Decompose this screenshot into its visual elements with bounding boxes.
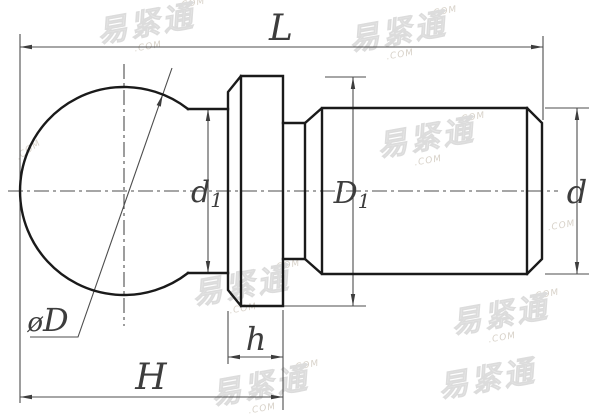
arrowhead <box>531 44 543 50</box>
arrowhead <box>350 294 356 306</box>
dimension-labels: L H h d d1 D1 øD <box>26 8 587 398</box>
label-D1: D1 <box>333 176 371 213</box>
watermark-domain-text: .COM <box>457 111 486 126</box>
watermark-layer: .COM 易紧通 .COM .COM 易紧通 .COM .COM 易紧通 .CO… <box>15 0 577 417</box>
watermark-domain-text: .COM <box>429 5 458 20</box>
part-outline <box>18 74 544 308</box>
watermark: .COM <box>547 219 576 234</box>
watermark-domain-text: .COM <box>248 402 277 417</box>
flange-outline <box>226 74 285 308</box>
watermark-domain-text: .COM <box>386 48 415 63</box>
arrowhead <box>20 44 32 50</box>
watermark-domain-text: .COM <box>177 0 206 11</box>
watermark: .COM 易紧通 .COM <box>448 288 560 346</box>
shank-outline <box>303 106 544 276</box>
label-h: h <box>246 320 267 358</box>
dimension-lines <box>19 34 589 410</box>
relief-groove-outline <box>281 121 307 261</box>
watermark: 易紧通 <box>435 353 542 406</box>
leader-line-phiD <box>30 67 173 338</box>
arrowhead <box>205 109 211 121</box>
watermark-domain-text: .COM <box>291 359 320 374</box>
watermark: .COM 易紧通 .COM <box>208 359 320 417</box>
label-d1: d1 <box>191 175 223 212</box>
watermark-domain-text: .COM <box>531 288 560 303</box>
arrowhead <box>574 108 580 120</box>
ball-outline <box>18 85 190 297</box>
watermark-domain-text: .COM <box>488 331 517 346</box>
watermark-domain-text: .COM <box>272 259 301 274</box>
arrowhead <box>574 262 580 274</box>
watermark-domain-text: .COM <box>414 154 443 169</box>
label-L: L <box>268 8 293 49</box>
watermark-domain-text: .COM <box>547 219 576 234</box>
watermark-brand-text: 易紧通 <box>209 360 315 412</box>
arrowhead <box>156 94 163 107</box>
label-d: d <box>567 173 587 211</box>
watermark: .COM 易紧通 .COM <box>94 0 206 55</box>
label-H: H <box>134 357 167 398</box>
arrowhead <box>228 354 240 360</box>
arrowhead <box>205 261 211 273</box>
arrowhead <box>350 77 356 89</box>
arrowhead <box>271 354 283 360</box>
arrowhead <box>271 394 283 400</box>
arrowheads <box>20 44 580 400</box>
watermark: .COM 易紧通 .COM <box>374 111 486 169</box>
label-ball-diameter: øD <box>26 301 68 339</box>
watermark-brand-text: 易紧通 <box>436 353 542 405</box>
neck-outline <box>186 107 230 275</box>
watermark: .COM 易紧通 .COM <box>346 5 458 63</box>
arrowhead <box>20 394 32 400</box>
